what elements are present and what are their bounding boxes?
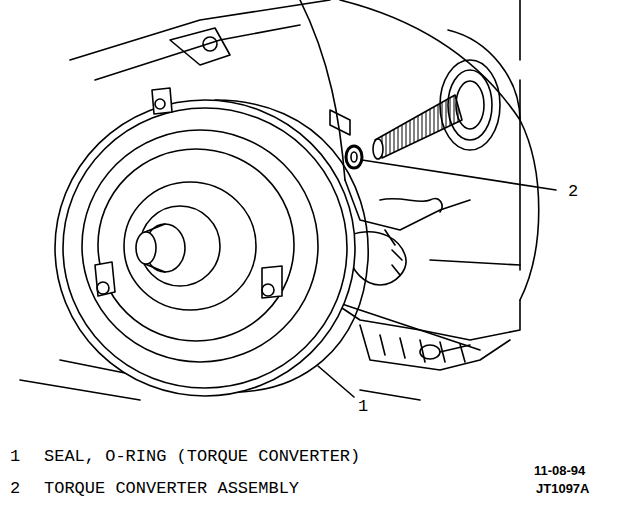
- callout-number: 2: [568, 183, 578, 200]
- part-name: SEAL, O-RING (TORQUE CONVERTER): [44, 448, 360, 465]
- leader-line: [318, 366, 354, 397]
- part-name: TORQUE CONVERTER ASSEMBLY: [44, 480, 299, 497]
- torque-converter: [55, 88, 368, 396]
- transmission-housing: [20, 0, 539, 400]
- o-ring-seal: [346, 146, 362, 168]
- legend-number: 1: [10, 448, 20, 465]
- date-code: 11-08-94: [534, 464, 585, 477]
- legend-number: 2: [10, 480, 20, 497]
- input-shaft: [373, 60, 500, 159]
- figure-code: JT1097A: [536, 482, 589, 495]
- leader-line: [362, 160, 556, 190]
- callout-number: 1: [358, 398, 368, 415]
